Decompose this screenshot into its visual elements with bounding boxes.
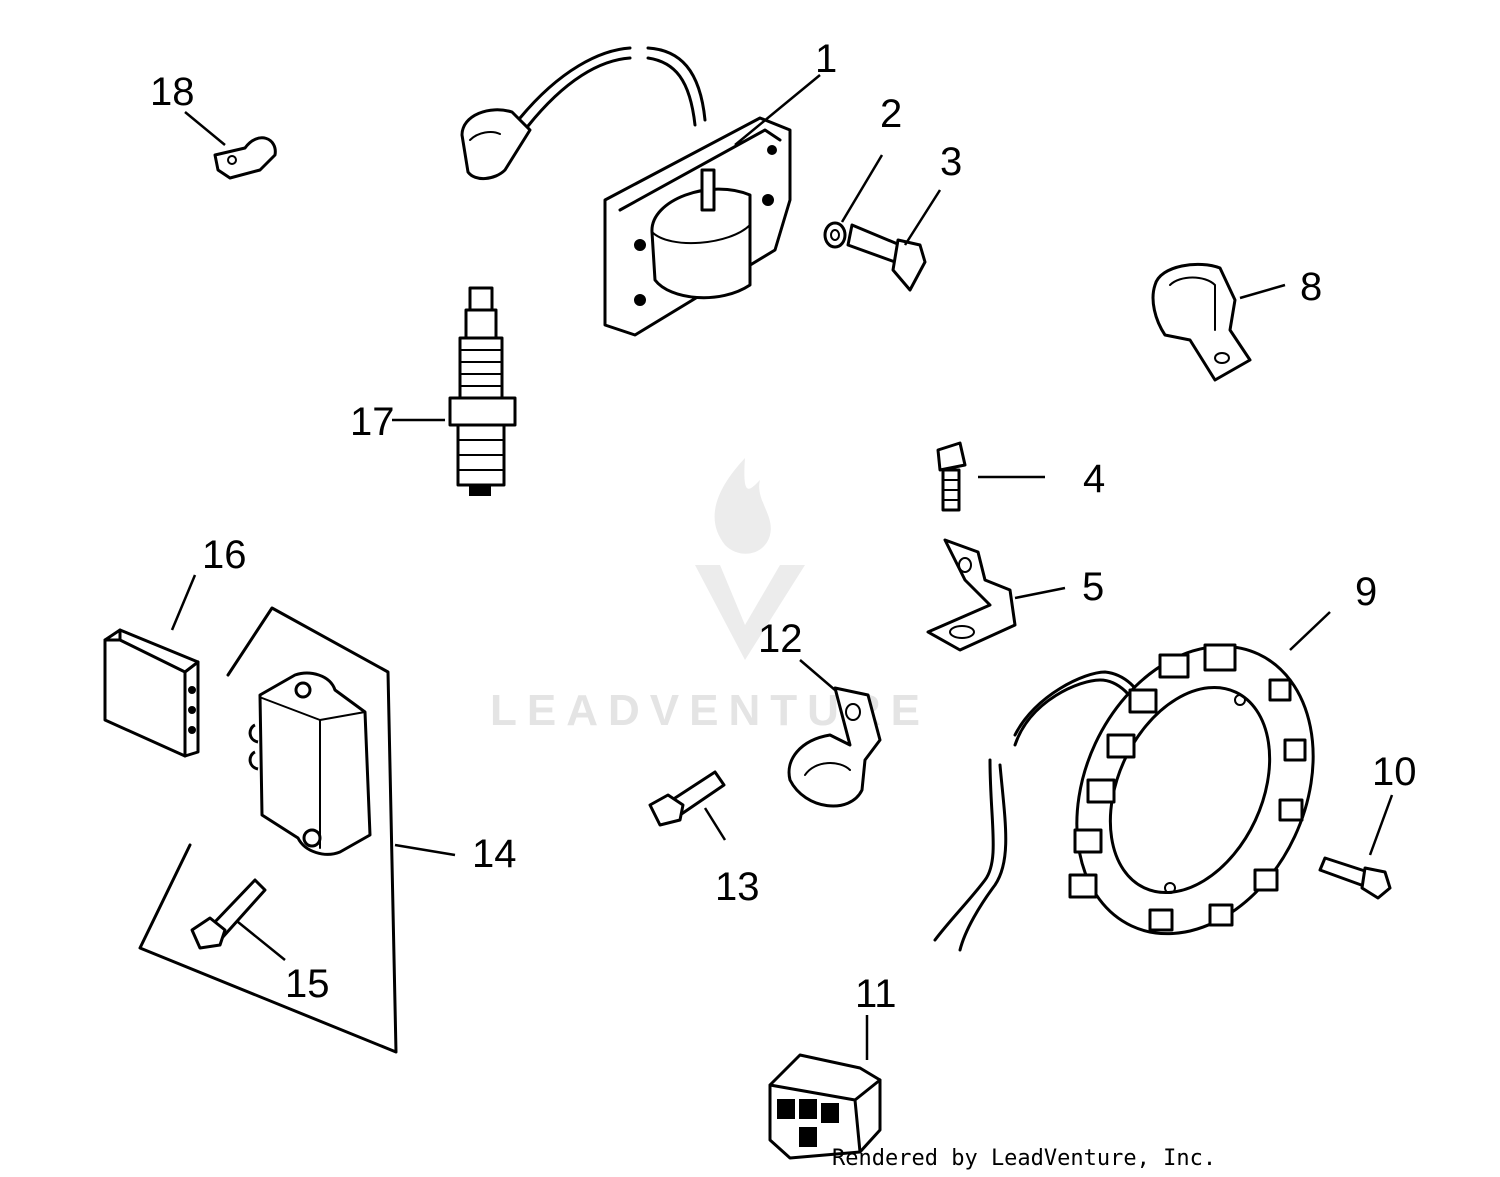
callout-16: 16 bbox=[202, 533, 247, 577]
callout-9: 9 bbox=[1355, 570, 1377, 614]
spark-plug-icon bbox=[448, 286, 517, 496]
screw-icon bbox=[846, 223, 927, 292]
ignition-coil-icon bbox=[460, 46, 792, 337]
callout-11: 11 bbox=[855, 972, 897, 1016]
washer-icon bbox=[823, 221, 847, 249]
callout-12: 12 bbox=[758, 617, 803, 661]
callout-18: 18 bbox=[150, 70, 195, 114]
callout-10: 10 bbox=[1372, 750, 1417, 794]
module-16-icon bbox=[103, 628, 200, 758]
callout-8: 8 bbox=[1300, 265, 1322, 309]
screw-4-icon bbox=[936, 441, 967, 512]
callout-3: 3 bbox=[940, 140, 962, 184]
callout-13: 13 bbox=[715, 865, 760, 909]
credit-text: Rendered by LeadVenture, Inc. bbox=[832, 1146, 1216, 1171]
screw-10-icon bbox=[1318, 856, 1392, 900]
clamp-12-icon bbox=[787, 686, 882, 808]
rectifier-regulator-icon bbox=[138, 606, 398, 1054]
callout-4: 4 bbox=[1083, 457, 1105, 501]
screw-13-icon bbox=[648, 770, 726, 827]
callout-14: 14 bbox=[472, 832, 517, 876]
callout-5: 5 bbox=[1082, 565, 1104, 609]
bracket-5-icon bbox=[926, 538, 1017, 652]
callout-17: 17 bbox=[350, 400, 395, 444]
stator-icon bbox=[933, 643, 1315, 952]
clamp-18-icon bbox=[213, 136, 277, 180]
clamp-8-icon bbox=[1151, 262, 1252, 382]
connector-plug-icon bbox=[768, 1053, 882, 1160]
screw-15-icon bbox=[190, 878, 267, 950]
callout-2: 2 bbox=[880, 92, 902, 136]
callout-15: 15 bbox=[285, 962, 330, 1006]
callout-1: 1 bbox=[815, 37, 837, 81]
